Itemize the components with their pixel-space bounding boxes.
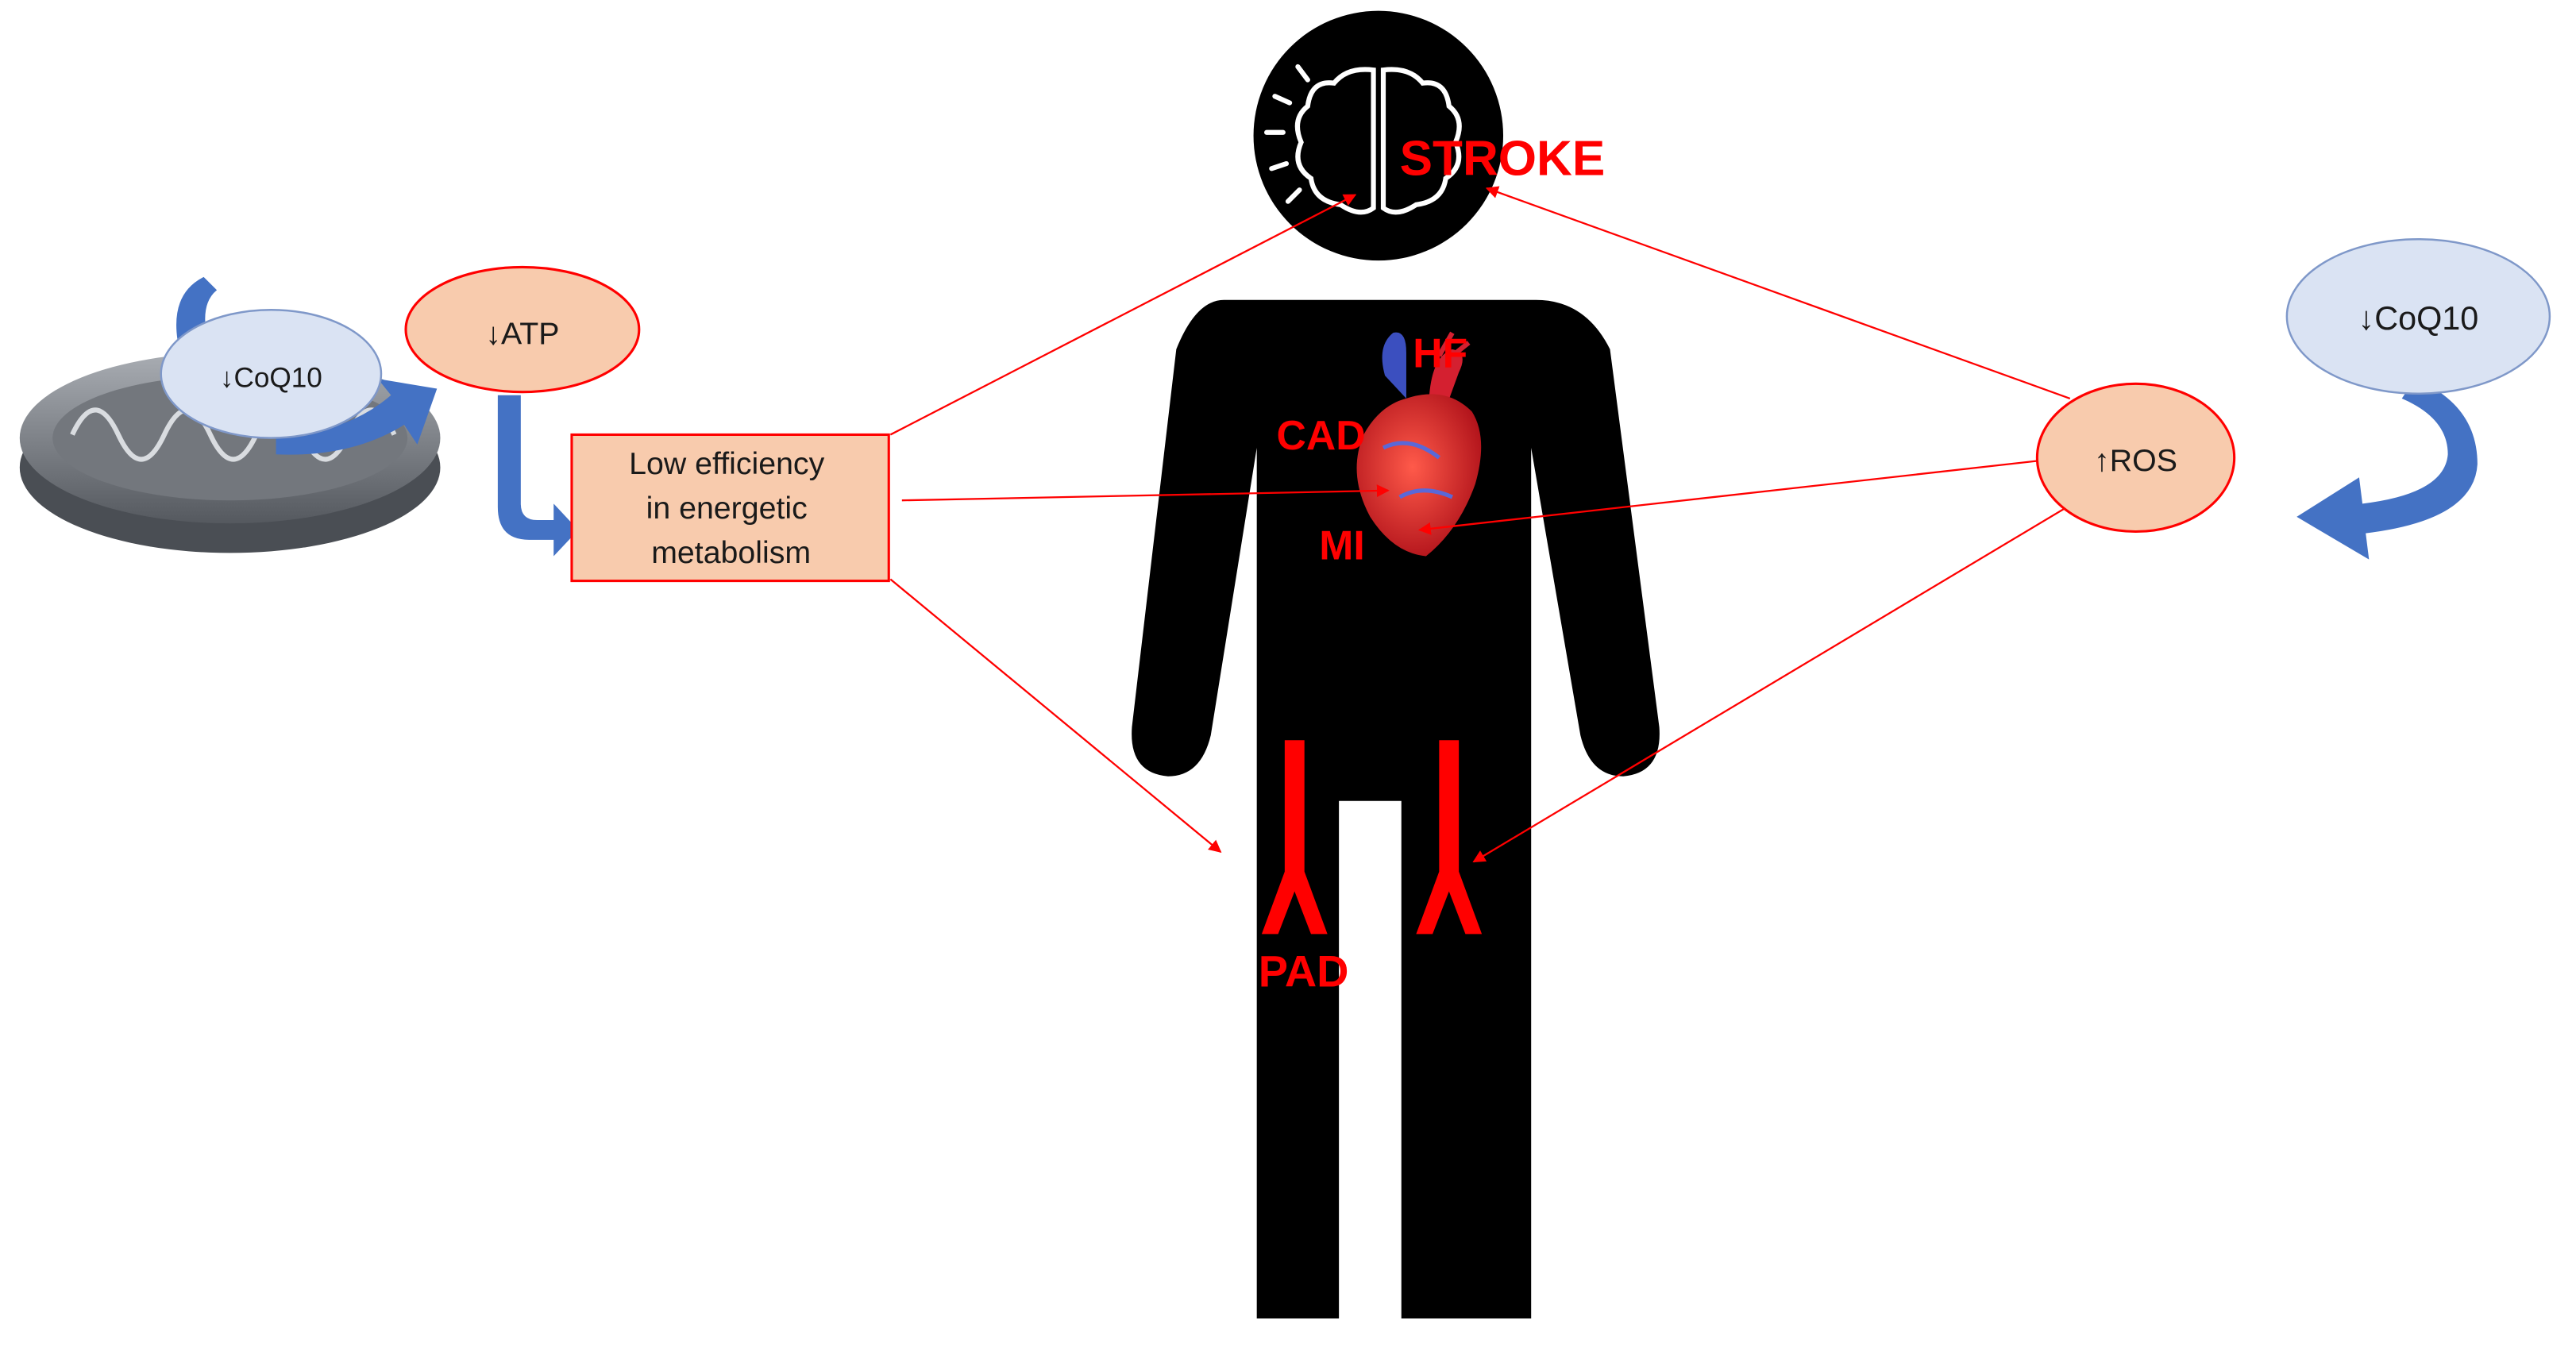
arrow-ros-to-pad: [1472, 499, 2079, 863]
low-efficiency-line-2: in energetic: [646, 491, 808, 526]
artery-icon: [1261, 740, 1328, 935]
cad-label: CAD: [1277, 412, 1366, 458]
svg-text:Low efficiency in energe: Low efficiency in energetic metabolism: [629, 446, 833, 570]
artery-left: [1261, 740, 1328, 935]
human-silhouette: [1132, 10, 1660, 1319]
body: [1132, 299, 1660, 1319]
low-efficiency-line-1: Low efficiency: [629, 446, 824, 481]
low-efficiency-line-3: metabolism: [651, 535, 811, 570]
arrow-lowefficiency-to-stroke: [889, 194, 1357, 436]
node-atp: ↓ATP: [404, 265, 641, 394]
stroke-label: STROKE: [1400, 132, 1606, 187]
heart-icon: [1356, 331, 1482, 557]
brain-icon: [1264, 64, 1462, 215]
arrow-ros-to-stroke: [1485, 186, 2071, 399]
node-coq10-right: ↓CoQ10: [2285, 238, 2551, 395]
node-coq10-left: ↓CoQ10: [160, 308, 383, 439]
hf-label: HF: [1413, 330, 1467, 376]
atp-label: ↓ATP: [485, 317, 559, 352]
pad-label: PAD: [1259, 946, 1349, 996]
mi-label: MI: [1319, 522, 1364, 569]
blue-arrow-right: [2296, 379, 2478, 560]
ros-label: ↑ROS: [2094, 443, 2177, 478]
blue-arrow-atp: [497, 395, 579, 557]
node-low-efficiency: Low efficiency in energetic metabolism: [570, 433, 890, 583]
coq10-right-label: ↓CoQ10: [2358, 300, 2479, 337]
arrow-lowefficiency-to-pad: [889, 578, 1222, 853]
head: [1253, 10, 1504, 261]
arrow-lowefficiency-to-heart: [901, 484, 1390, 502]
node-ros: ↑ROS: [2035, 382, 2236, 534]
artery-right: [1416, 740, 1483, 935]
artery-icon: [1416, 740, 1483, 935]
arrow-ros-to-heart: [1417, 460, 2038, 535]
coq10-left-label: ↓CoQ10: [220, 362, 322, 393]
red-connectors: [889, 186, 2079, 863]
